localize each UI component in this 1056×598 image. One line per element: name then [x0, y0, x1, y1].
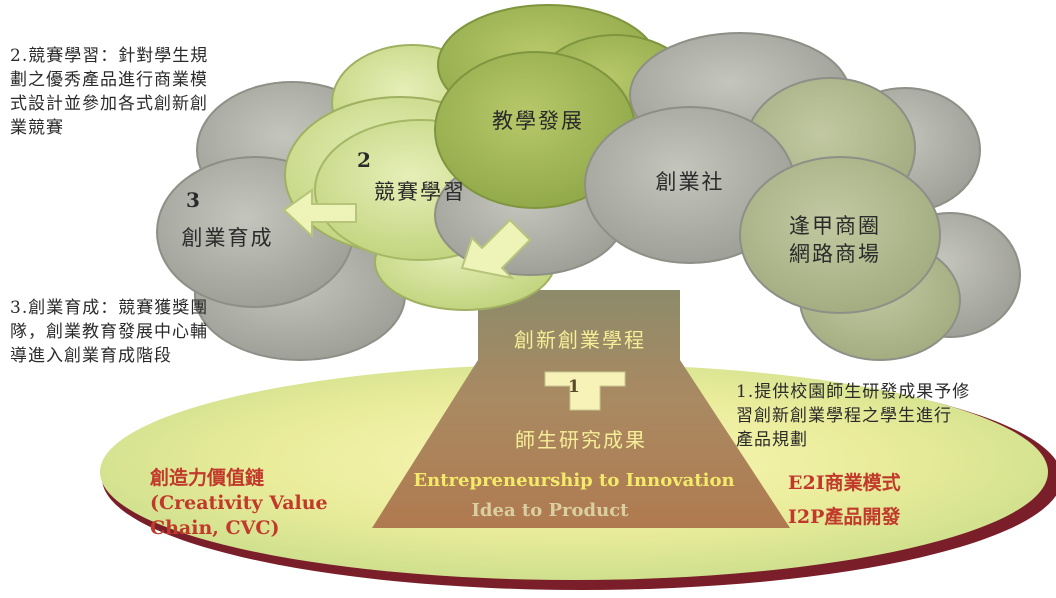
i2p-label: I2P產品開發 — [788, 506, 901, 528]
competition-note: 2.競賽學習：針對學生規 劃之優秀產品進行商業模 式設計並參加各式創新創 業競賽 — [10, 46, 209, 138]
cvc-label: 創造力價值鏈 (Creativity Value Chain, CVC) — [150, 467, 328, 539]
competition-label: 競賽學習 — [374, 180, 466, 204]
arrow-up-right-icon — [460, 218, 532, 280]
club-label: 創業社 — [655, 170, 725, 194]
competition-number: 2 — [357, 148, 371, 172]
research-label: 師生研究成果 — [515, 428, 647, 452]
arrow-up-icon — [544, 371, 626, 411]
i2p-english-label: Idea to Product — [471, 500, 629, 521]
step-number: 1 — [568, 377, 580, 397]
e2i-english-label: Entrepreneurship to Innovation — [413, 470, 735, 491]
incubation-number: 3 — [186, 188, 200, 212]
incubation-note: 3.創業育成：競賽獲獎團 隊，創業教育發展中心輔 導進入創業育成階段 — [10, 298, 209, 366]
program-label: 創新創業學程 — [514, 328, 646, 352]
fengchia-label: 逢甲商圈 網路商場 — [789, 214, 881, 266]
arrow-left-icon — [282, 188, 357, 239]
fengchia-circle — [739, 156, 941, 314]
teaching-label: 教學發展 — [492, 109, 584, 133]
research-note: 1.提供校園師生研發成果予修 習創新創業學程之學生進行 產品規劃 — [736, 382, 971, 450]
e2i-label: E2I商業模式 — [788, 472, 901, 494]
incubation-label: 創業育成 — [181, 226, 274, 250]
